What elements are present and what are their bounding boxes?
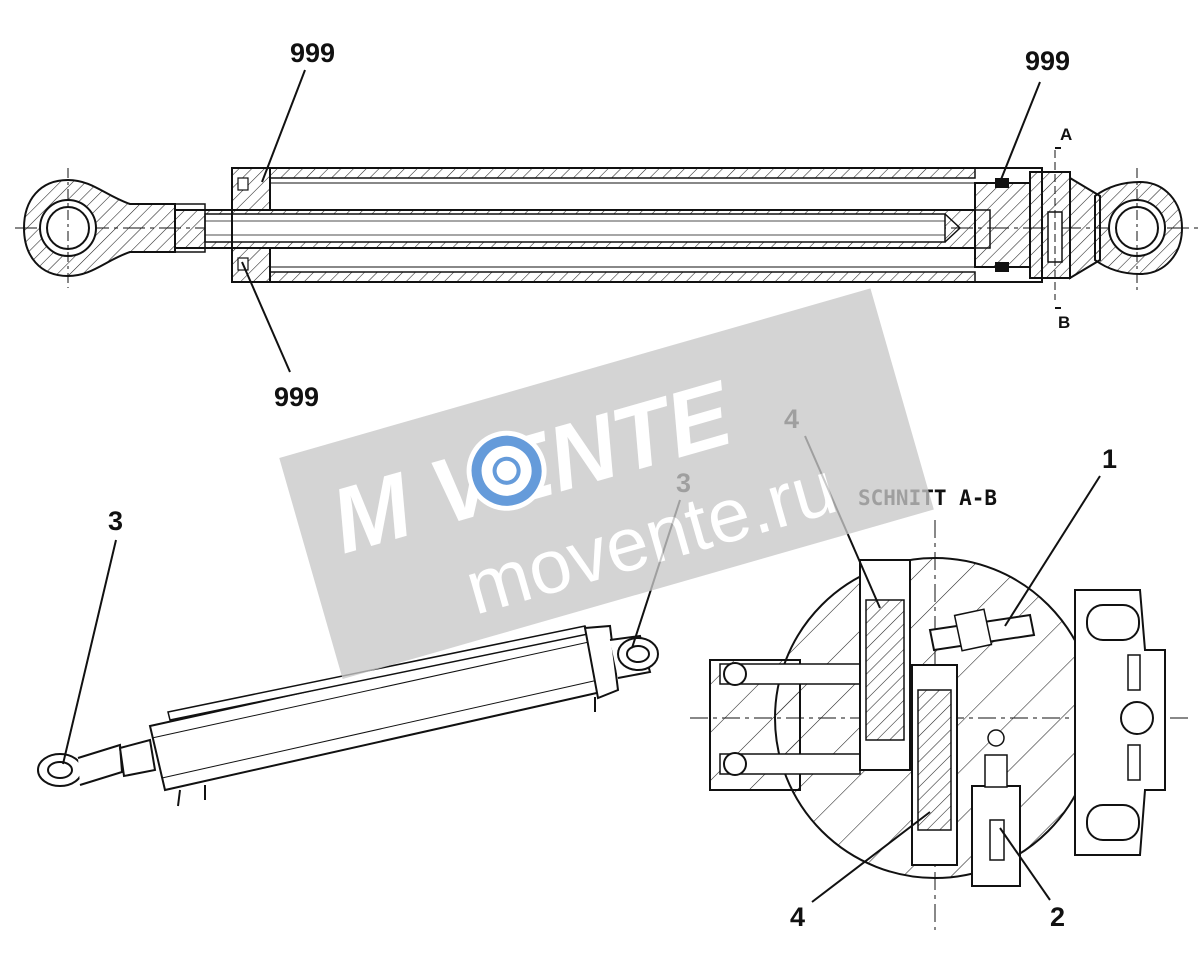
watermark-band xyxy=(279,288,934,680)
cylinder-barrel xyxy=(231,167,1043,283)
callout-seal-rod-top: 999 xyxy=(290,38,335,68)
watermark: M VENTE movente.ru xyxy=(279,288,934,680)
callout-valve-lower: 4 xyxy=(790,902,805,932)
watermark-logo-icon xyxy=(466,430,547,511)
callout-eye-left: 3 xyxy=(108,506,123,536)
callout-plug: 2 xyxy=(1050,902,1065,932)
section-mark-b: B xyxy=(1058,313,1070,332)
section-mark-a: A xyxy=(1060,125,1072,144)
rod-eye-left xyxy=(22,168,176,288)
bottom-head xyxy=(1029,150,1101,300)
cylinder-isometric-view xyxy=(37,499,681,807)
callout-seal-rod-bottom: 999 xyxy=(274,382,319,412)
rod-eye-right xyxy=(1094,168,1184,290)
callout-fitting: 1 xyxy=(1102,444,1117,474)
piston xyxy=(960,178,1031,272)
section-ab-view: SCHNITT A-B 4 1 xyxy=(690,404,1190,932)
cylinder-section-view: A B 999 999 999 xyxy=(15,38,1200,412)
callout-seal-piston-top: 999 xyxy=(1025,46,1070,76)
